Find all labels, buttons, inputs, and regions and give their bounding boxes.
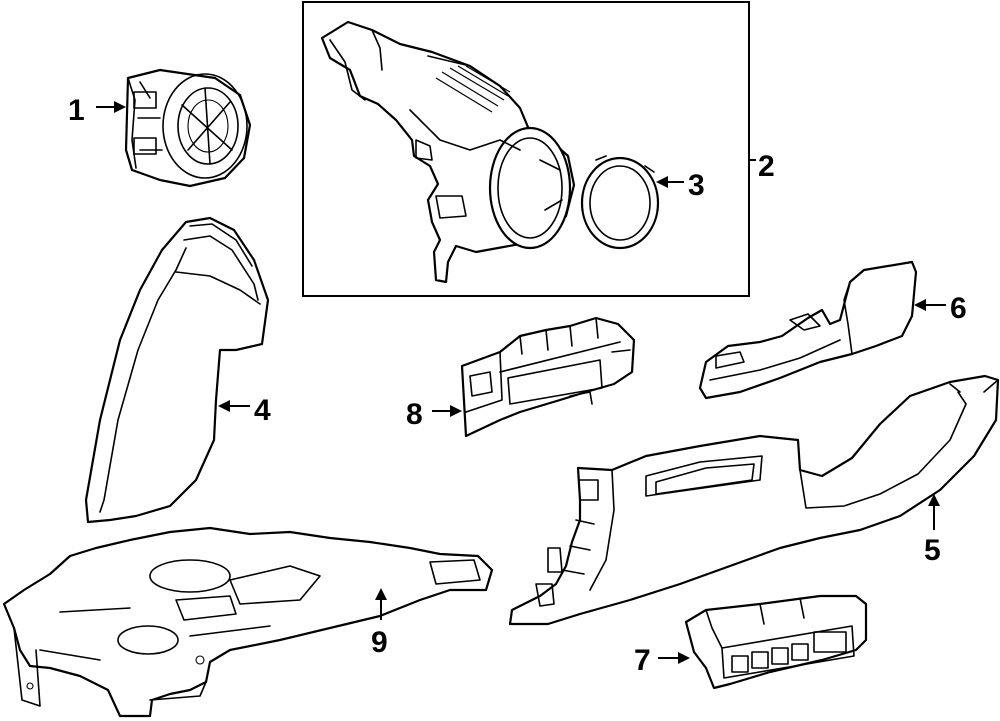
part-4-side-panel[interactable]	[84, 216, 270, 524]
callout-2-label: 2	[758, 150, 775, 183]
part-1-air-vent[interactable]	[124, 68, 252, 188]
callout-4-label: 4	[254, 394, 271, 427]
callout-6: 6	[914, 292, 967, 325]
callout-6-label: 6	[950, 292, 967, 325]
callout-2: 2	[749, 150, 775, 183]
callout-7: 7	[634, 644, 690, 677]
part-2-column-cover[interactable]	[320, 20, 576, 284]
callout-3: 3	[656, 169, 705, 202]
callout-5-label: 5	[924, 534, 941, 567]
part-9-console-base[interactable]	[2, 526, 494, 718]
callout-1-label: 1	[68, 94, 85, 127]
part-7-switch-panel[interactable]	[684, 594, 868, 690]
part-3-trim-ring[interactable]	[580, 155, 660, 250]
part-5-lower-panel[interactable]	[508, 374, 1000, 626]
callout-3-label: 3	[688, 169, 705, 202]
callout-9-label: 9	[371, 626, 388, 659]
callout-7-label: 7	[634, 644, 651, 677]
callout-8: 8	[406, 398, 462, 431]
part-6-upper-trim[interactable]	[698, 260, 918, 400]
callout-8-label: 8	[406, 398, 423, 431]
callout-4: 4	[218, 394, 271, 427]
part-2-group-box	[302, 1, 750, 297]
callout-5: 5	[924, 494, 941, 567]
part-8-bracket[interactable]	[460, 316, 636, 438]
callout-1: 1	[68, 94, 126, 127]
callout-9: 9	[371, 588, 388, 659]
